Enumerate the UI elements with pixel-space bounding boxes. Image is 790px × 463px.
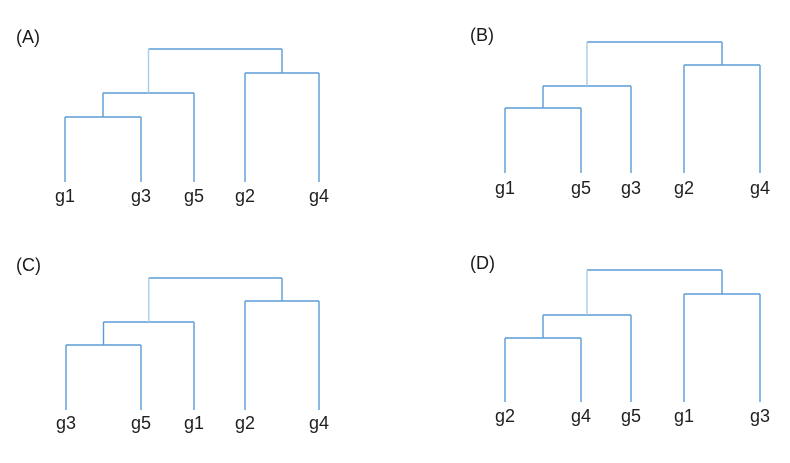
leaf-label: g3 [621,178,641,198]
panel-label-c: (C) [16,255,41,275]
leaf-label: g1 [184,413,204,433]
leaf-label: g5 [184,186,204,206]
leaf-label: g1 [674,406,694,426]
leaf-label: g2 [674,178,694,198]
leaf-label: g5 [621,406,641,426]
panel-label-b: (B) [470,25,494,45]
leaf-label: g2 [235,186,255,206]
leaf-label: g2 [235,413,255,433]
leaf-label: g4 [571,406,591,426]
leaf-label: g4 [309,413,329,433]
leaf-label: g2 [495,406,515,426]
leaf-label: g4 [750,178,770,198]
leaf-label: g3 [131,186,151,206]
leaf-label: g1 [55,186,75,206]
leaf-label: g1 [495,178,515,198]
panel-label-a: (A) [16,27,40,47]
leaf-label: g5 [131,413,151,433]
leaf-label: g3 [750,406,770,426]
leaf-label: g3 [56,413,76,433]
leaf-label: g5 [571,178,591,198]
leaf-label: g4 [309,186,329,206]
panel-label-d: (D) [470,253,495,273]
